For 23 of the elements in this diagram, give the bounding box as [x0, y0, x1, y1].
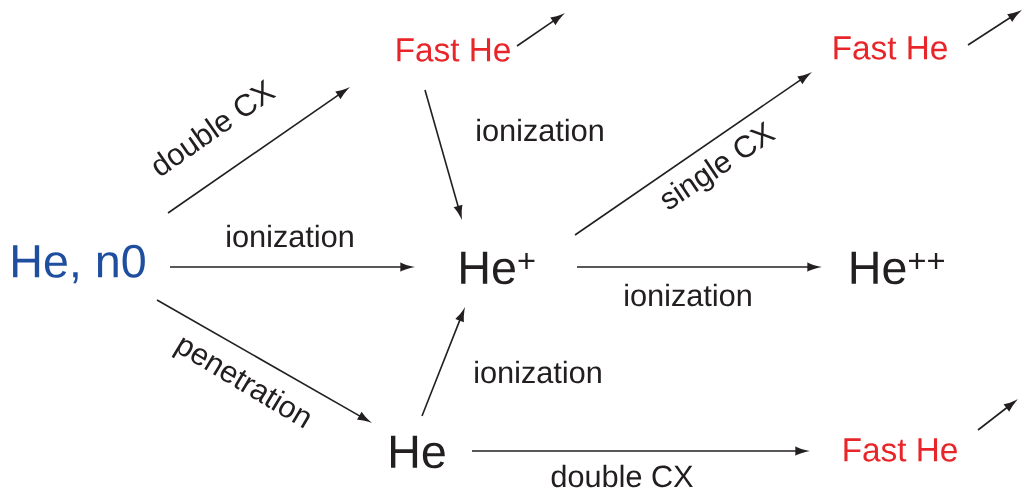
species-label: He$^{+}$ — [461, 251, 535, 285]
species-label: He$^{++}$ — [851, 251, 944, 285]
edge-label: ionization — [475, 360, 601, 384]
arrow — [516, 14, 563, 47]
arrow — [576, 262, 819, 272]
arrow — [169, 262, 412, 272]
species-label: Fast He — [397, 38, 510, 62]
arrow — [424, 89, 463, 218]
arrow — [977, 400, 1016, 431]
arrow — [421, 309, 465, 417]
arrow — [156, 299, 370, 422]
arrow — [574, 73, 810, 236]
edge-label: ionization — [477, 118, 603, 142]
species-label: Fast He — [844, 438, 957, 462]
edge-label: ionization — [227, 224, 353, 248]
species-label: He — [391, 435, 445, 469]
arrow — [167, 88, 348, 214]
edge-label: ionization — [625, 283, 751, 307]
species-label: Fast He — [834, 36, 947, 60]
edge-label: double CX — [551, 464, 693, 488]
arrow — [967, 11, 1020, 46]
arrow — [471, 446, 807, 456]
species-label: He, n0 — [13, 244, 145, 284]
